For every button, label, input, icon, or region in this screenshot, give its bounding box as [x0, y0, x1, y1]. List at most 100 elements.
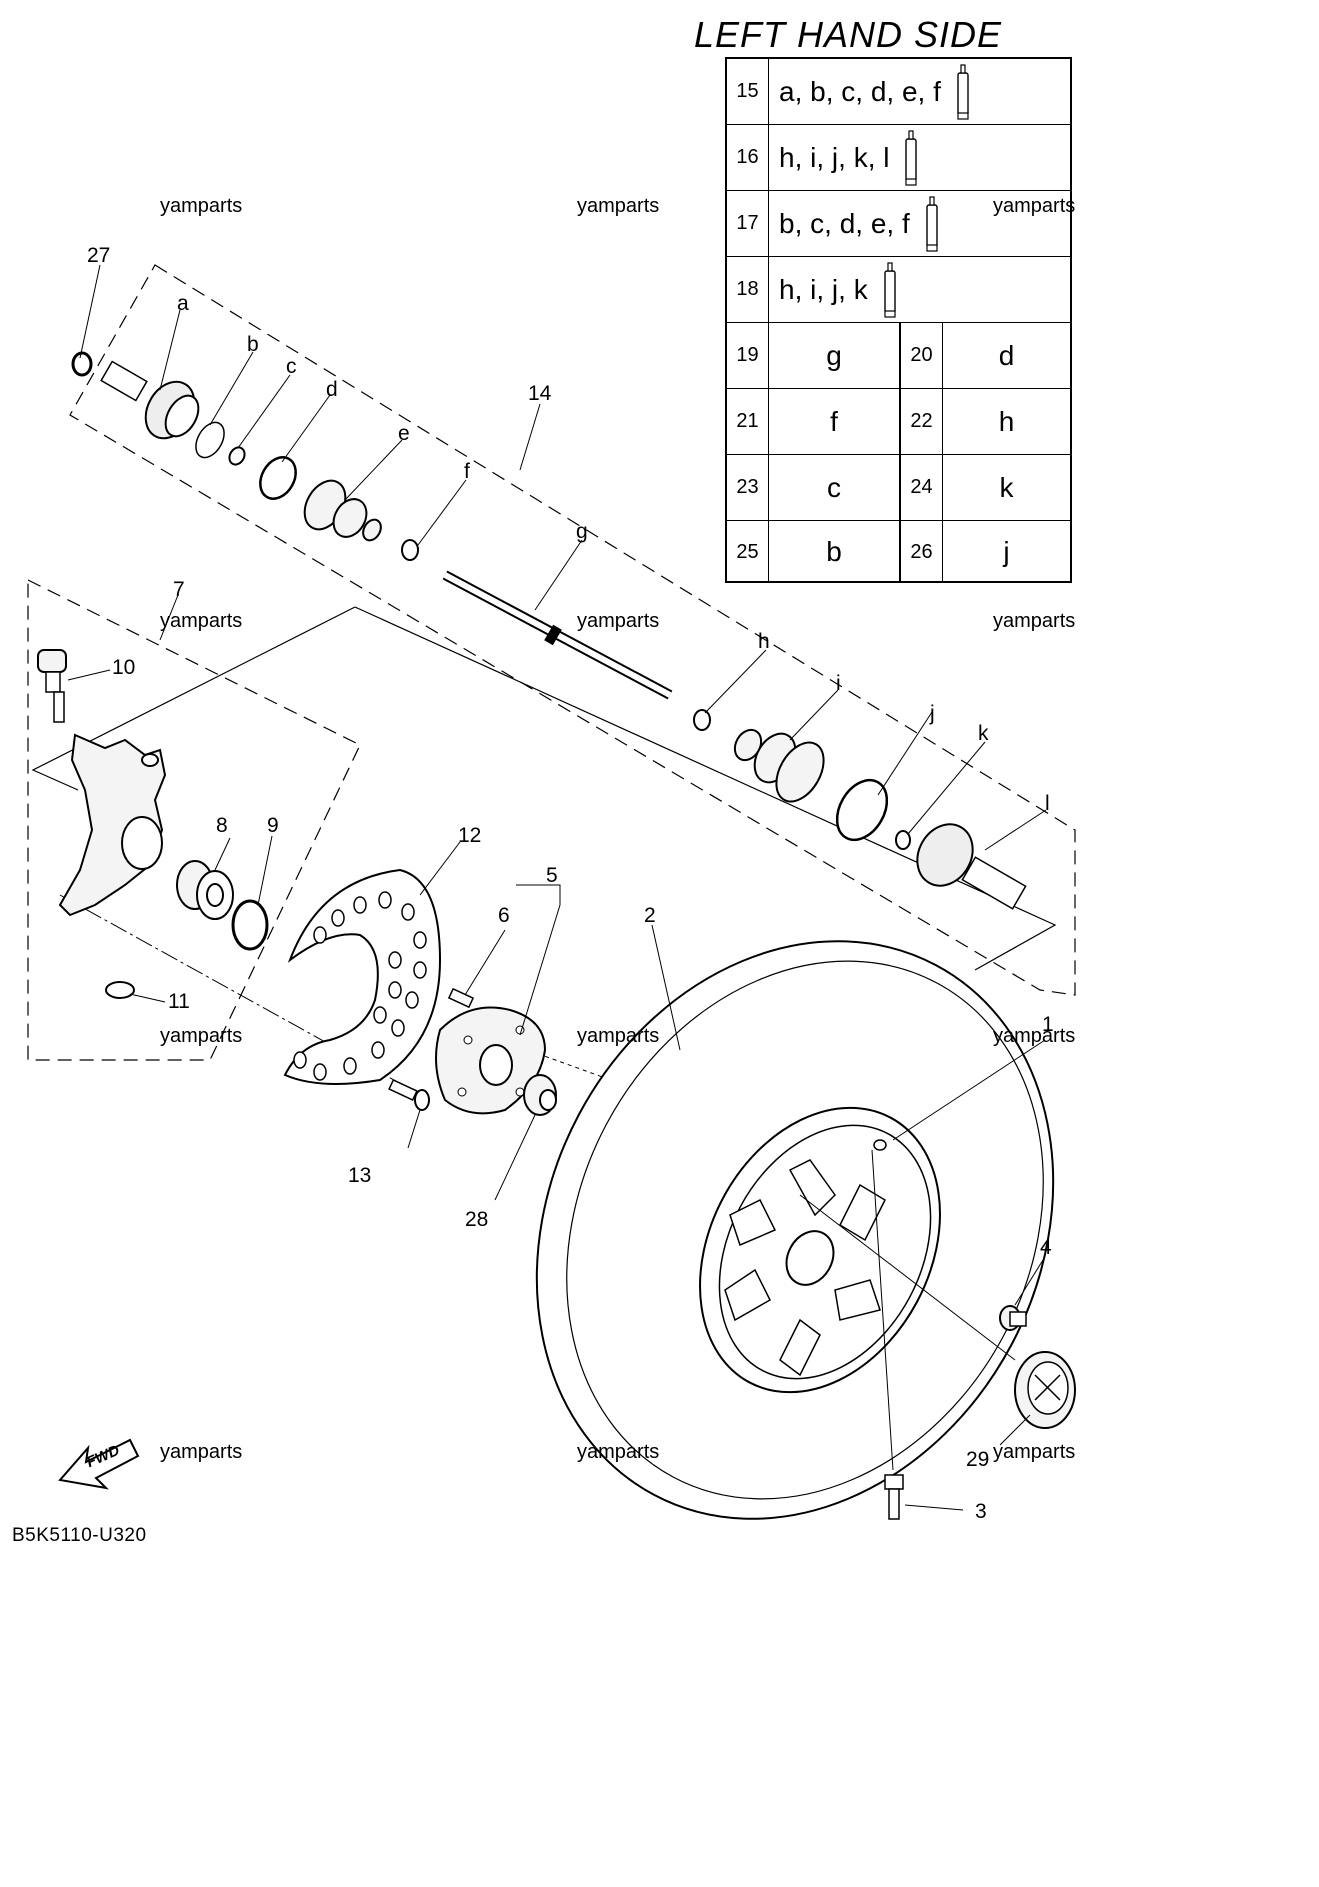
table-row: 16 h, i, j, k, l: [727, 125, 1070, 191]
table-row: 18 h, i, j, k: [727, 257, 1070, 323]
fwd-arrow-icon: [58, 1438, 140, 1490]
watermark: yamparts: [993, 1025, 1076, 1047]
callout-1: 1: [1042, 1013, 1054, 1036]
knuckle: [58, 733, 167, 917]
row-number: 26: [901, 521, 943, 583]
callout-29: 29: [966, 1448, 990, 1471]
ring-b: [195, 421, 225, 459]
bolt-6: [447, 987, 475, 1009]
knuckle-group-outline: [27, 579, 361, 1061]
watermark: yamparts: [160, 1025, 243, 1047]
hub-5: [435, 1006, 547, 1115]
circlip-9: [231, 899, 269, 951]
watermark: yamparts: [577, 610, 660, 632]
table-row: 15 a, b, c, d, e, f: [727, 59, 1070, 125]
row-number: 19: [727, 323, 769, 388]
watermark: yamparts: [577, 1441, 660, 1463]
callout-14: 14: [528, 382, 552, 405]
row-number: 18: [727, 257, 769, 322]
driveshaft-group-outline: [69, 264, 1076, 996]
callout-b: b: [247, 333, 259, 356]
callout-j: j: [930, 702, 935, 725]
watermark: yamparts: [993, 195, 1076, 217]
callout-c: c: [286, 355, 297, 378]
watermark: yamparts: [160, 1441, 243, 1463]
watermark: yamparts: [160, 610, 243, 632]
row-code: c: [827, 471, 841, 503]
watermark: yamparts: [993, 610, 1076, 632]
outer-cv-joint-a: [100, 360, 200, 440]
sealant-tube-icon: [957, 63, 969, 120]
row-code: b: [826, 536, 842, 567]
row-code: j: [1003, 536, 1010, 567]
table-row: 25 b 26 j: [727, 521, 1070, 583]
row-code: g: [826, 339, 842, 371]
axis-plane-line-2: [31, 606, 356, 791]
lug-nut-4: [999, 1305, 1027, 1331]
callout-g: g: [576, 520, 588, 543]
row-code: f: [830, 405, 838, 437]
callout-a: a: [177, 292, 189, 315]
row-codes: h, i, j, k, l: [779, 125, 919, 190]
row-codes: h, i, j, k: [779, 257, 898, 322]
bolt-13: [388, 1078, 430, 1111]
row-code: d: [998, 339, 1015, 371]
row-number: 22: [901, 389, 943, 454]
clamp-f: [401, 539, 419, 561]
row-number: 25: [727, 521, 769, 583]
table-title: LEFT HAND SIDE: [694, 14, 1003, 55]
callout-4: 4: [1040, 1236, 1052, 1259]
column-divider: [899, 323, 901, 388]
table-row: 17 b, c, d, e, f: [727, 191, 1070, 257]
watermark: yamparts: [160, 195, 243, 217]
clamp-h: [693, 709, 711, 731]
watermark: yamparts: [577, 195, 660, 217]
callout-28: 28: [465, 1208, 489, 1231]
row-codes: b, c, d, e, f: [779, 191, 940, 256]
row-number: 24: [901, 455, 943, 520]
table-row: 23 c 24 k: [727, 455, 1070, 521]
column-divider: [899, 521, 901, 583]
callout-k: k: [978, 722, 989, 745]
boot-i: [733, 728, 825, 803]
row-number: 23: [727, 455, 769, 520]
inner-cv-joint-l: [916, 823, 1027, 910]
callout-10: 10: [112, 656, 136, 679]
row-code: k: [999, 471, 1014, 503]
row-code: h: [998, 405, 1015, 437]
callout-i: i: [836, 672, 841, 695]
shaft-g: [442, 570, 673, 700]
sealant-tube-icon: [884, 261, 896, 318]
center-cap-29: [1014, 1351, 1076, 1429]
row-codes: a, b, c, d, e, f: [779, 59, 971, 124]
column-divider: [899, 389, 901, 454]
parts-diagram: FWD LEFT HAND SIDE 15 a, b, c, d, e, f 1…: [12, 14, 1076, 1546]
row-number: 20: [901, 323, 943, 388]
row-number: 17: [727, 191, 769, 256]
valve-guide-line: [871, 1149, 894, 1471]
callout-l: l: [1045, 792, 1050, 815]
callout-h: h: [758, 630, 770, 653]
watermark: yamparts: [577, 1025, 660, 1047]
row-number: 16: [727, 125, 769, 190]
callout-3: 3: [975, 1500, 987, 1523]
sealant-tube-icon: [905, 129, 918, 186]
valve-3: [884, 1474, 904, 1520]
ball-joint-10: [37, 649, 67, 723]
row-number: 15: [727, 59, 769, 124]
callout-12: 12: [458, 824, 482, 847]
left-hand-side-table: 15 a, b, c, d, e, f 16 h, i, j, k, l 17 …: [725, 57, 1072, 583]
wheel-tire-2: [535, 940, 1055, 1520]
callout-f: f: [464, 460, 470, 483]
leader-lines: [67, 264, 1047, 1511]
callout-2: 2: [644, 904, 656, 927]
callout-27: 27: [87, 244, 111, 267]
watermark: yamparts: [993, 1441, 1076, 1463]
centerline-wheel: [799, 1194, 1016, 1361]
diagram-code: B5K5110-U320: [12, 1525, 147, 1546]
band-j: [835, 778, 889, 842]
callout-5: 5: [546, 864, 558, 887]
band-d: [259, 456, 297, 500]
callout-8: 8: [216, 814, 228, 837]
sealant-tube-icon: [926, 195, 938, 252]
